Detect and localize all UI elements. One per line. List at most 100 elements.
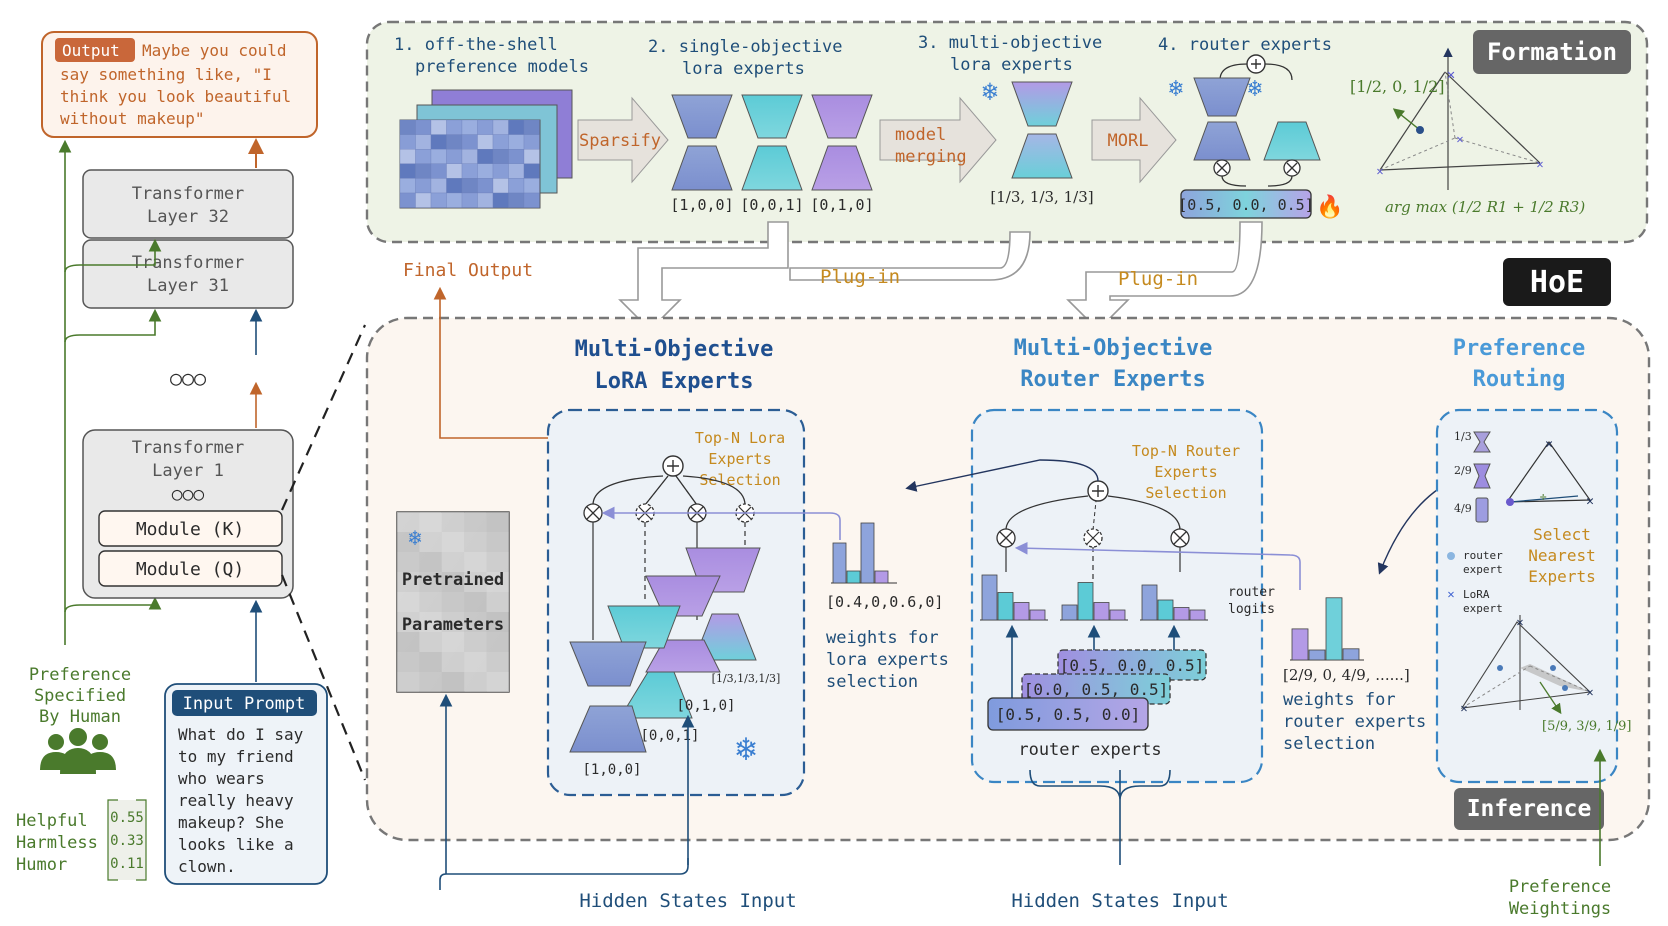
zoom-line-top: [280, 324, 367, 511]
layer-ellipsis: ○○○: [170, 366, 206, 390]
snowflake-icon-lora: ❄: [736, 729, 756, 769]
preference-model-stack: [399, 89, 573, 209]
inference-badge-bg: [1454, 788, 1604, 830]
pretrained-grid-cell: [464, 652, 487, 672]
pm-grid-cells: [399, 119, 540, 208]
input-prompt-line-1: What do I say: [178, 725, 304, 744]
lora-section-title-2: LoRA Experts: [595, 369, 754, 394]
so-vector-1: [1,0,0]: [670, 196, 733, 214]
router-expert-1-top: [1193, 77, 1251, 117]
router-logits-label-1: router: [1228, 585, 1275, 600]
pm-grid-cell: [399, 178, 416, 194]
pm-grid-cell: [523, 178, 540, 194]
layer-1-label-2: Layer 1: [152, 461, 224, 481]
router-logit-bar: [1173, 607, 1190, 621]
preference-name-humor: Humor: [16, 855, 67, 875]
input-prompt-line-4: really heavy: [178, 791, 294, 810]
preference-vector-brackets: [107, 799, 147, 881]
pretrained-grid-cell: [419, 632, 442, 652]
pretrained-grid-cell: [441, 532, 465, 552]
legend-lora-expert-marker: ✕: [1447, 587, 1454, 601]
router-expert-1-bottom: [1193, 121, 1251, 161]
router-logit-bar: [1061, 604, 1078, 621]
pm-grid-cell: [446, 178, 463, 194]
routing-section-title-1: Preference: [1453, 336, 1585, 361]
router-weight-bar: [1325, 597, 1343, 661]
preference-arrow-layer31: [64, 308, 162, 343]
router-weights-caption-2: router experts: [1283, 712, 1426, 732]
preference-label-2: Specified: [34, 686, 126, 706]
output-line-3: think you look beautiful: [60, 87, 291, 106]
routing-fraction-1: 1/3: [1454, 430, 1472, 443]
simplex-point-label: [1/2, 0, 1/2]: [1350, 77, 1445, 96]
pm-grid-cell: [430, 119, 447, 135]
pretrained-grid-cell: [419, 612, 442, 632]
transformer-layer-32: [82, 169, 294, 239]
lora-section-title-1: Multi-Objective: [575, 337, 774, 362]
pm-grid-cell: [508, 178, 525, 194]
router-section-title-2: Router Experts: [1020, 367, 1205, 392]
pretrained-grid-cell: [441, 612, 465, 632]
router-section-title-1: Multi-Objective: [1014, 336, 1213, 361]
lora-label-010: [0,1,0]: [676, 698, 735, 714]
step-3-subtitle: lora experts: [950, 55, 1073, 75]
pretrained-grid-cell: [419, 552, 442, 572]
morl-label: MORL: [1108, 131, 1149, 151]
router-output-arrow: [905, 459, 1099, 492]
router-topn-1: Top-N Router: [1132, 442, 1240, 460]
pretrained-grid-cell: [441, 552, 465, 572]
pm-grid-cell: [523, 192, 540, 208]
layer-1-label-1: Transformer: [132, 438, 245, 458]
router-topn-2: Experts: [1154, 463, 1217, 481]
snowflake-icon-router-2: ❄: [1248, 74, 1263, 102]
hoe-badge-bg: [1503, 258, 1611, 306]
final-output-label: Final Output: [403, 260, 533, 281]
pm-grid-cell: [477, 149, 494, 164]
plug-in-label-right: Plug-in: [1118, 268, 1198, 290]
pm-grid-cell: [415, 119, 432, 135]
pm-grid-cell: [415, 192, 432, 208]
svg-text:✕: ✕: [1447, 67, 1455, 83]
router-weight-bar: [1342, 648, 1360, 661]
routing-expert-icon-3: [1475, 497, 1489, 523]
preference-value-harmless: 0.33: [110, 833, 144, 849]
routing-section-title-2: Routing: [1473, 367, 1566, 392]
pm-grid-cell: [523, 149, 540, 164]
router-weights-vector: [2/9, 0, 4/9, ......]: [1283, 666, 1410, 684]
merged-expert-bottom: [1011, 133, 1073, 179]
hidden-states-label-lora: Hidden States Input: [579, 890, 796, 912]
pm-grid-cell: [477, 134, 494, 150]
lora-expert-cyan-top: [607, 605, 681, 649]
lora-weight-bar: [860, 522, 875, 584]
pretrained-grid-cell: [486, 572, 509, 592]
router-logit-bar: [1029, 609, 1046, 621]
routing-expert-icon-1: [1473, 431, 1491, 453]
module-q-label: Module (Q): [136, 559, 244, 580]
hidden-states-label-router: Hidden States Input: [1011, 890, 1228, 912]
pretrained-grid-cell: [441, 632, 465, 652]
pretrained-grid-cell: [419, 512, 442, 532]
pretrained-grid-cell: [397, 512, 420, 532]
pm-grid-cell: [399, 119, 416, 135]
legend-router-expert-marker: [1447, 552, 1455, 560]
transformer-layer-31: [82, 239, 294, 309]
input-prompt-tag-bg: [172, 690, 317, 716]
svg-text:✕: ✕: [1460, 701, 1467, 715]
so-vector-3: [0,1,0]: [810, 196, 873, 214]
legend-router-expert-1: router: [1463, 549, 1503, 562]
output-line-1: Maybe you could: [142, 41, 287, 60]
pm-grid-cell: [523, 134, 540, 150]
pm-grid-cell: [415, 134, 432, 150]
router-logit-bar: [1077, 582, 1094, 621]
step-4-title: 4. router experts: [1158, 35, 1332, 55]
pretrained-grid-cell: [419, 572, 442, 592]
input-prompt-tag: Input Prompt: [183, 694, 306, 714]
pm-grid-cell: [508, 163, 525, 179]
merged-expert-top: [1011, 81, 1073, 127]
layer-31-label-2: Layer 31: [147, 276, 229, 296]
svg-text:✕: ✕: [1516, 615, 1523, 629]
routing-simplex-bottom: ✕ ✕ ✕: [1460, 615, 1594, 715]
pretrained-grid-cell: [397, 612, 420, 632]
group-people-icon: [40, 728, 116, 774]
svg-text:✛: ✛: [1540, 490, 1547, 503]
